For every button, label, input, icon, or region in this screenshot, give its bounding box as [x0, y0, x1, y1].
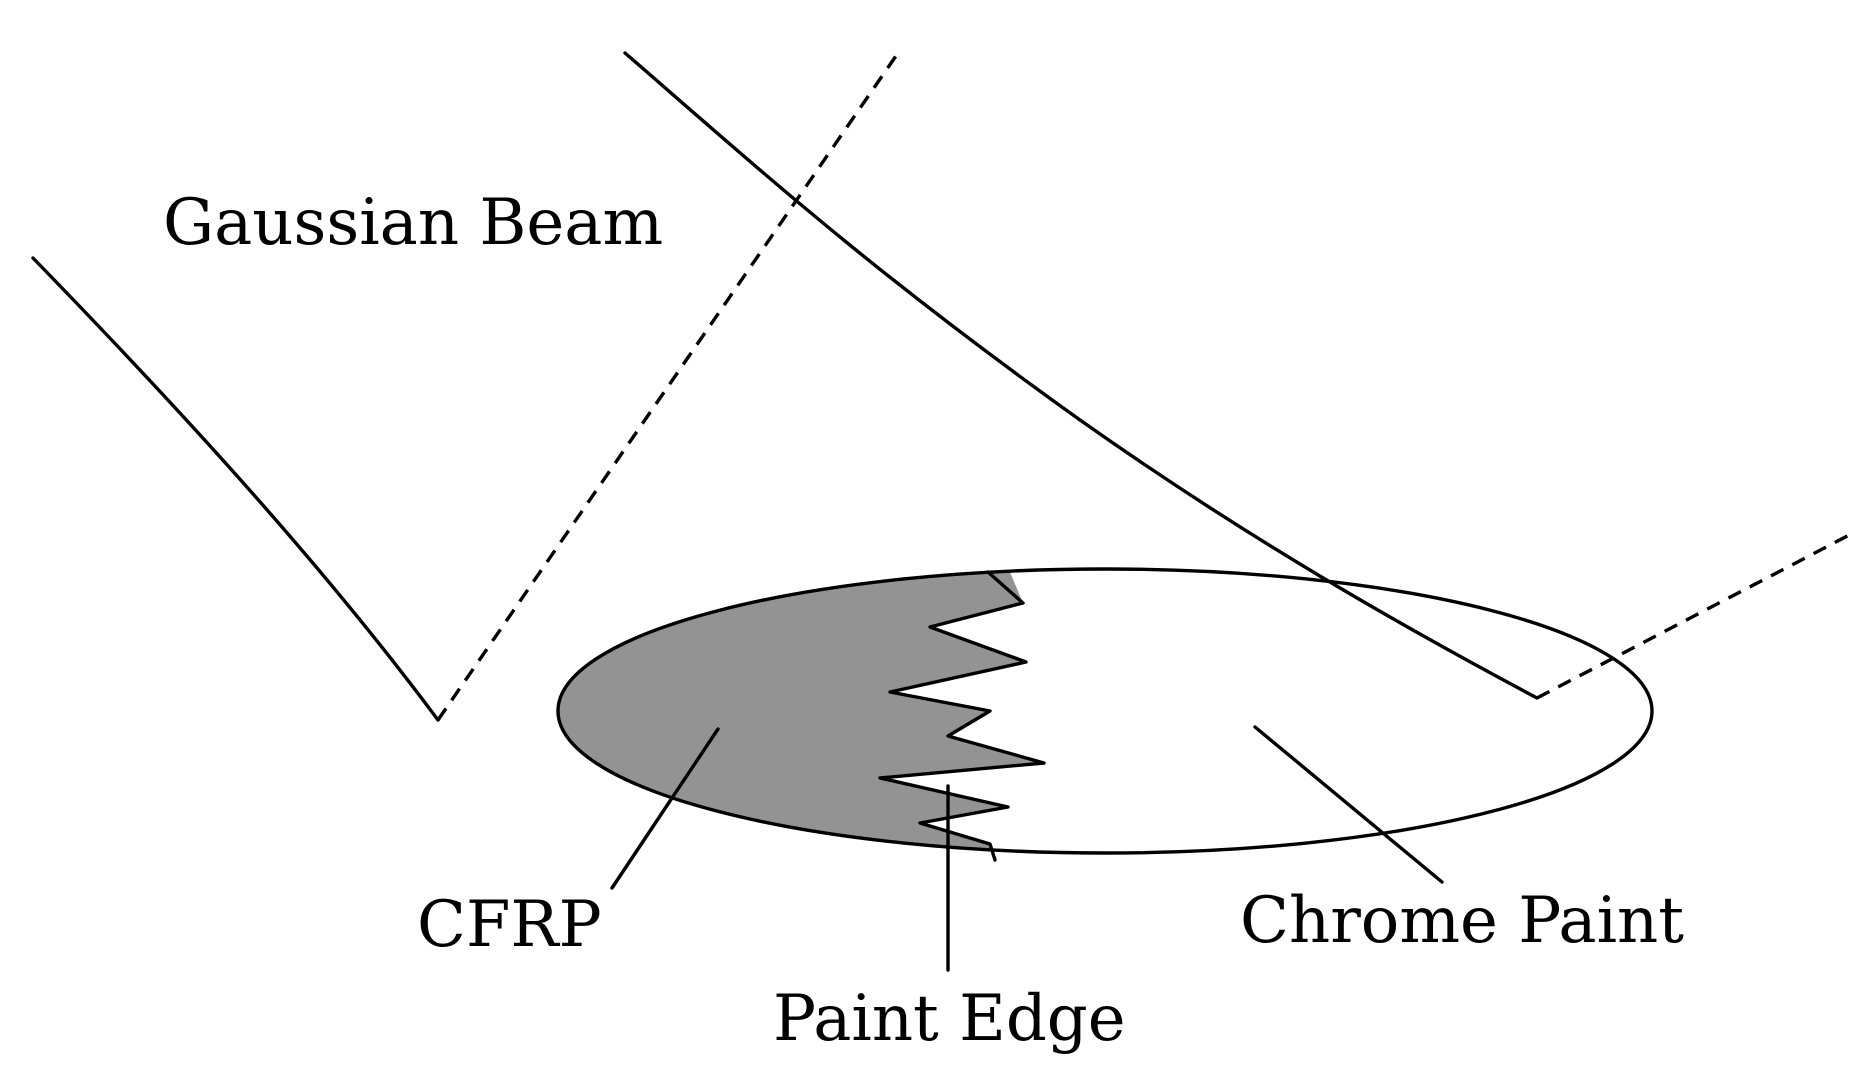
paint-edge-label: Paint Edge: [773, 982, 1126, 1056]
sample-ellipse-outline: [556, 567, 1654, 855]
beam-right-edge: [623, 51, 1539, 700]
beam-left-asymptote: [436, 52, 900, 721]
chrome-paint-label: Chrome Paint: [1240, 884, 1684, 958]
chrome-paint-leader-line: [1253, 725, 1444, 884]
paint-edge-line: [878, 570, 1046, 862]
beam-left-edge: [31, 256, 440, 722]
beam-right-asymptote: [1536, 530, 1855, 700]
gaussian-beam-label: Gaussian Beam: [163, 186, 663, 260]
cfrp-label: CFRP: [417, 888, 602, 962]
cfrp-leader-line: [610, 727, 720, 890]
